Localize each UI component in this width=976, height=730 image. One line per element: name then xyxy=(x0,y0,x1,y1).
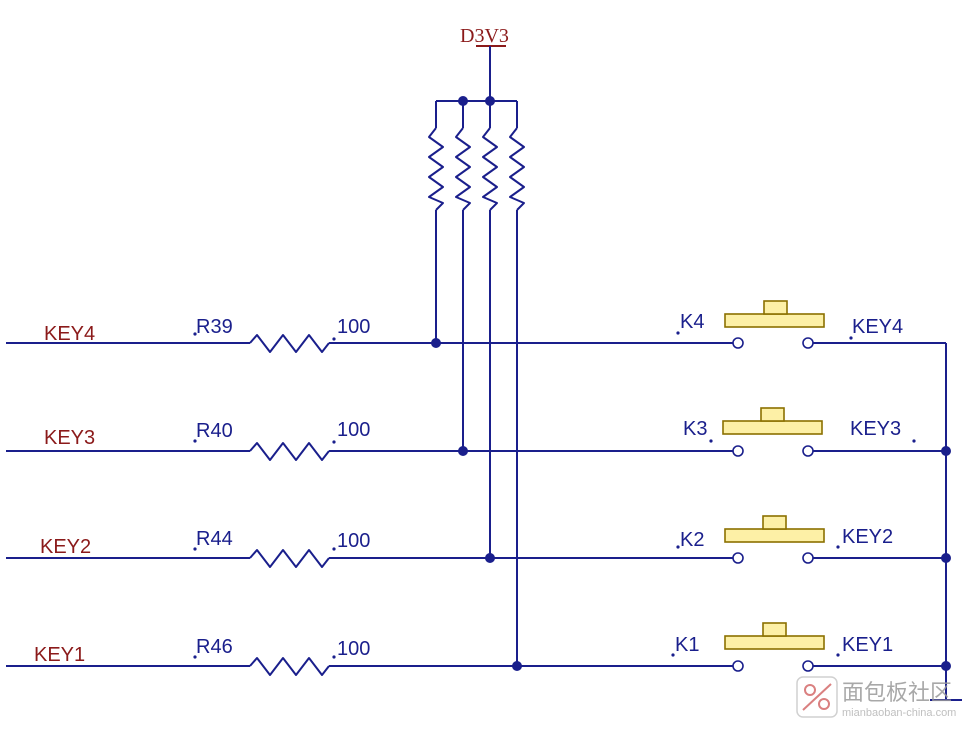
switch-pin xyxy=(802,660,814,672)
resistor-value-label: 100 xyxy=(337,530,370,552)
switch-ref-label: K2 xyxy=(680,529,704,551)
switch-pin xyxy=(732,337,744,349)
pullup-resistor-3 xyxy=(482,101,498,211)
net-label-left: KEY1 xyxy=(34,644,85,666)
push-button-body xyxy=(724,528,825,543)
push-button-cap xyxy=(762,515,787,530)
push-button-body xyxy=(724,635,825,650)
switch-ref-label: K3 xyxy=(683,418,707,440)
push-button-cap xyxy=(760,407,785,422)
net-label-right: KEY4 xyxy=(852,316,903,338)
pullup-resistor-2 xyxy=(455,101,471,211)
site-watermark: 面包板社区 mianbaoban-china.com xyxy=(796,676,956,719)
junction-dot xyxy=(431,338,441,348)
net-label-right: KEY1 xyxy=(842,634,893,656)
pullup-resistor-1 xyxy=(428,101,444,211)
resistor-value-label: 100 xyxy=(337,316,370,338)
switch-pin xyxy=(732,660,744,672)
junction-dot xyxy=(941,446,951,456)
switch-pin xyxy=(802,552,814,564)
net-label-left: KEY3 xyxy=(44,427,95,449)
push-button-body xyxy=(724,313,825,328)
switch-ref-label: K4 xyxy=(680,311,704,333)
resistor-value-label: 100 xyxy=(337,419,370,441)
watermark-subtext: mianbaoban-china.com xyxy=(842,707,956,719)
key-row-2: KEY3 R40 100 K3 KEY3 xyxy=(6,407,951,461)
switch-pin xyxy=(732,445,744,457)
net-label-left: KEY4 xyxy=(44,323,95,345)
resistor-value-label: 100 xyxy=(337,638,370,660)
key-row-1: KEY4 R39 100 K4 KEY4 xyxy=(6,300,946,353)
key-row-3: KEY2 R44 100 K2 KEY2 xyxy=(6,515,951,568)
net-label-right: KEY3 xyxy=(850,418,901,440)
switch-ref-label: K1 xyxy=(675,634,699,656)
watermark-text: 面包板社区 xyxy=(842,680,952,705)
push-button-body xyxy=(722,420,823,435)
switch-pin xyxy=(802,445,814,457)
resistor-ref-label: R40 xyxy=(196,420,233,442)
switch-pin xyxy=(802,337,814,349)
push-button-cap xyxy=(762,622,787,637)
junction-dot xyxy=(512,661,522,671)
switch-pin xyxy=(732,552,744,564)
power-label: D3V3 xyxy=(460,25,509,47)
net-label-right: KEY2 xyxy=(842,526,893,548)
resistor-ref-label: R39 xyxy=(196,316,233,338)
net-label-left: KEY2 xyxy=(40,536,91,558)
junction-dot xyxy=(485,553,495,563)
pullup-resistor-4 xyxy=(509,101,525,211)
junction-dot xyxy=(458,446,468,456)
key-row-4: KEY1 R46 100 K1 KEY1 xyxy=(6,622,951,676)
resistor-ref-label: R44 xyxy=(196,528,233,550)
push-button-cap xyxy=(763,300,788,315)
junction-dot xyxy=(941,661,951,671)
junction-dot xyxy=(941,553,951,563)
resistor-ref-label: R46 xyxy=(196,636,233,658)
